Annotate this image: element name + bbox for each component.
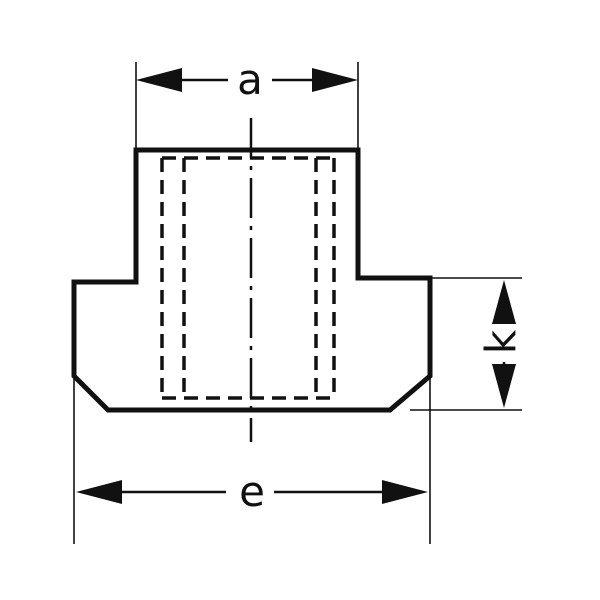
hidden-thread-lines — [160, 156, 336, 400]
arrow-left — [76, 480, 122, 504]
dimension-label-k: k — [477, 329, 526, 354]
extension-lines — [73, 62, 522, 544]
dimension-label-e: e — [239, 467, 265, 516]
arrow-left — [136, 68, 182, 92]
dimension-k: k — [477, 280, 526, 408]
part-outline — [71, 147, 433, 413]
dimension-e: e — [76, 467, 428, 516]
dimension-a: a — [136, 55, 358, 104]
arrow-right — [382, 480, 428, 504]
arrow-right — [312, 68, 358, 92]
dimension-label-a: a — [237, 55, 263, 104]
arrow-up — [492, 280, 516, 324]
arrow-down — [492, 364, 516, 408]
